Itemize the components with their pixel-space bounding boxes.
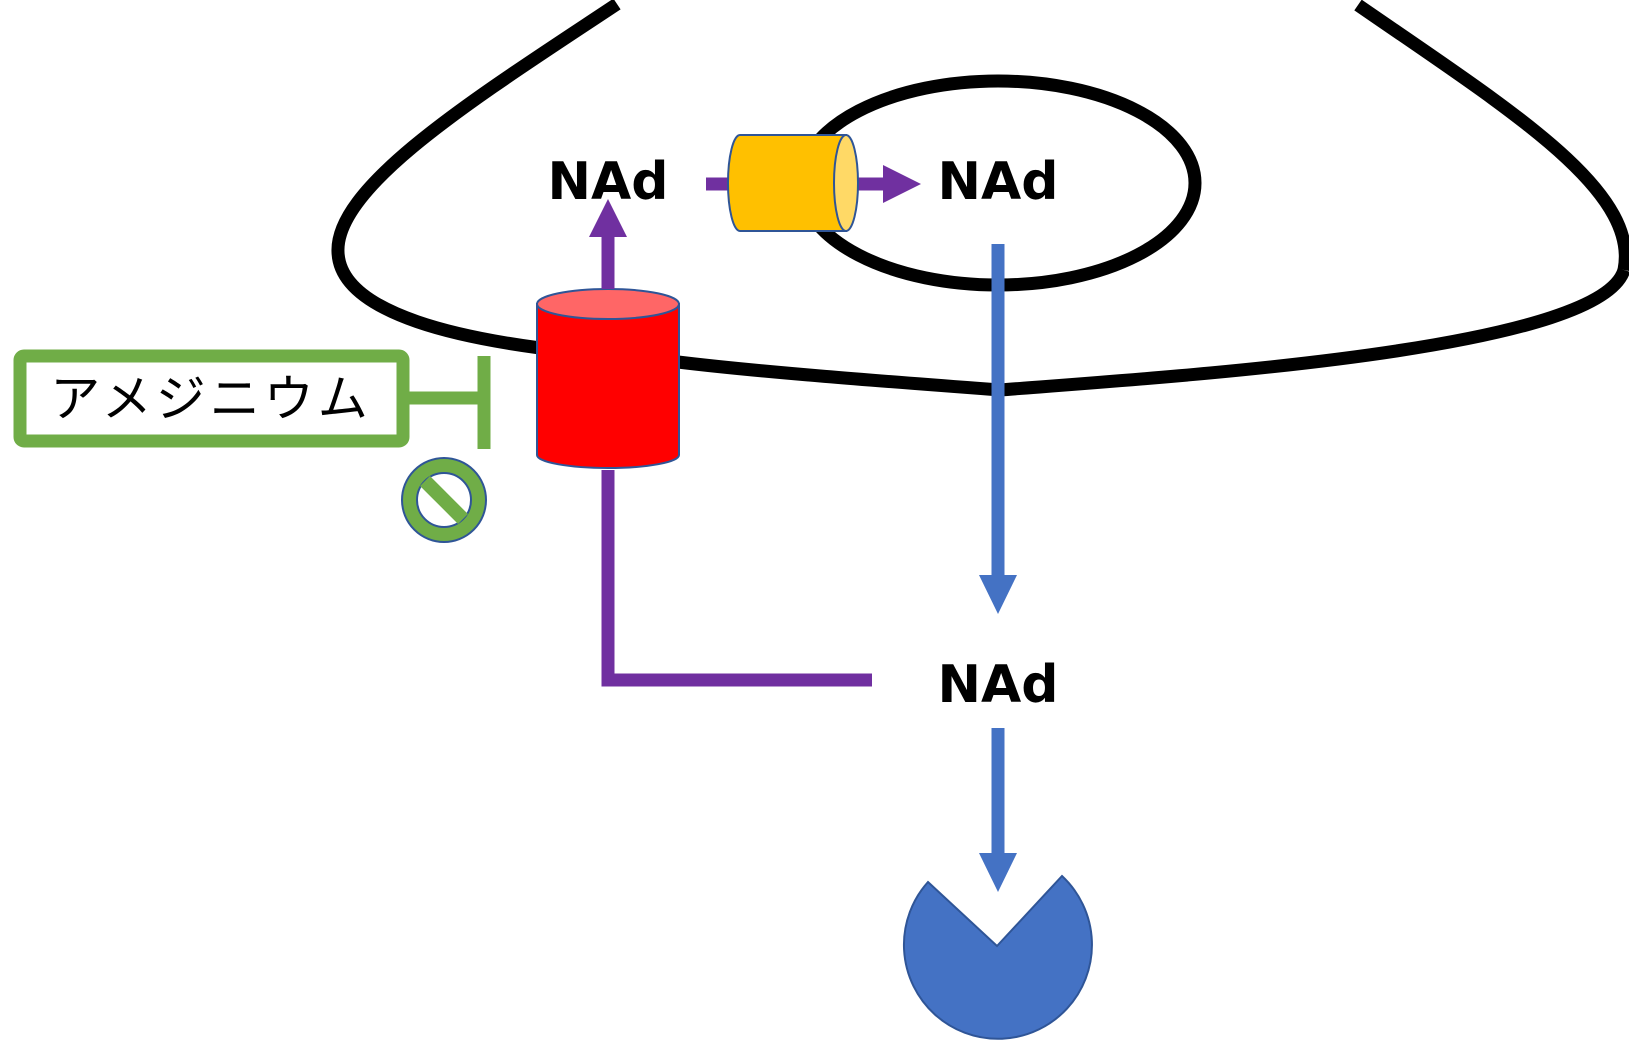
transport-arrow-up-head bbox=[589, 199, 627, 237]
release-arrow-head bbox=[979, 575, 1017, 614]
nerve-terminal-membrane-bottom bbox=[677, 267, 1629, 397]
nerve-terminal-membrane-left bbox=[331, 0, 621, 355]
vesicular-transporter[interactable] bbox=[727, 134, 859, 232]
metabolism-arrow-head bbox=[979, 853, 1017, 892]
reuptake-path-line bbox=[601, 470, 872, 687]
nerve-terminal-membrane-right bbox=[1354, 0, 1629, 271]
amezinium-inhibitor-box[interactable]: アメジニウム bbox=[13, 349, 410, 448]
metabolizing-enzyme[interactable] bbox=[903, 874, 1093, 1040]
prohibited-icon bbox=[401, 457, 487, 543]
nad-label-synaptic: NAd bbox=[548, 152, 669, 212]
membrane-transporter[interactable] bbox=[536, 288, 680, 469]
vesicle-uptake-arrow-head bbox=[883, 165, 921, 203]
nad-label-cytosol: NAd bbox=[938, 655, 1059, 715]
amezinium-label: アメジニウム bbox=[50, 370, 372, 428]
nad-label-vesicle: NAd bbox=[938, 152, 1059, 212]
